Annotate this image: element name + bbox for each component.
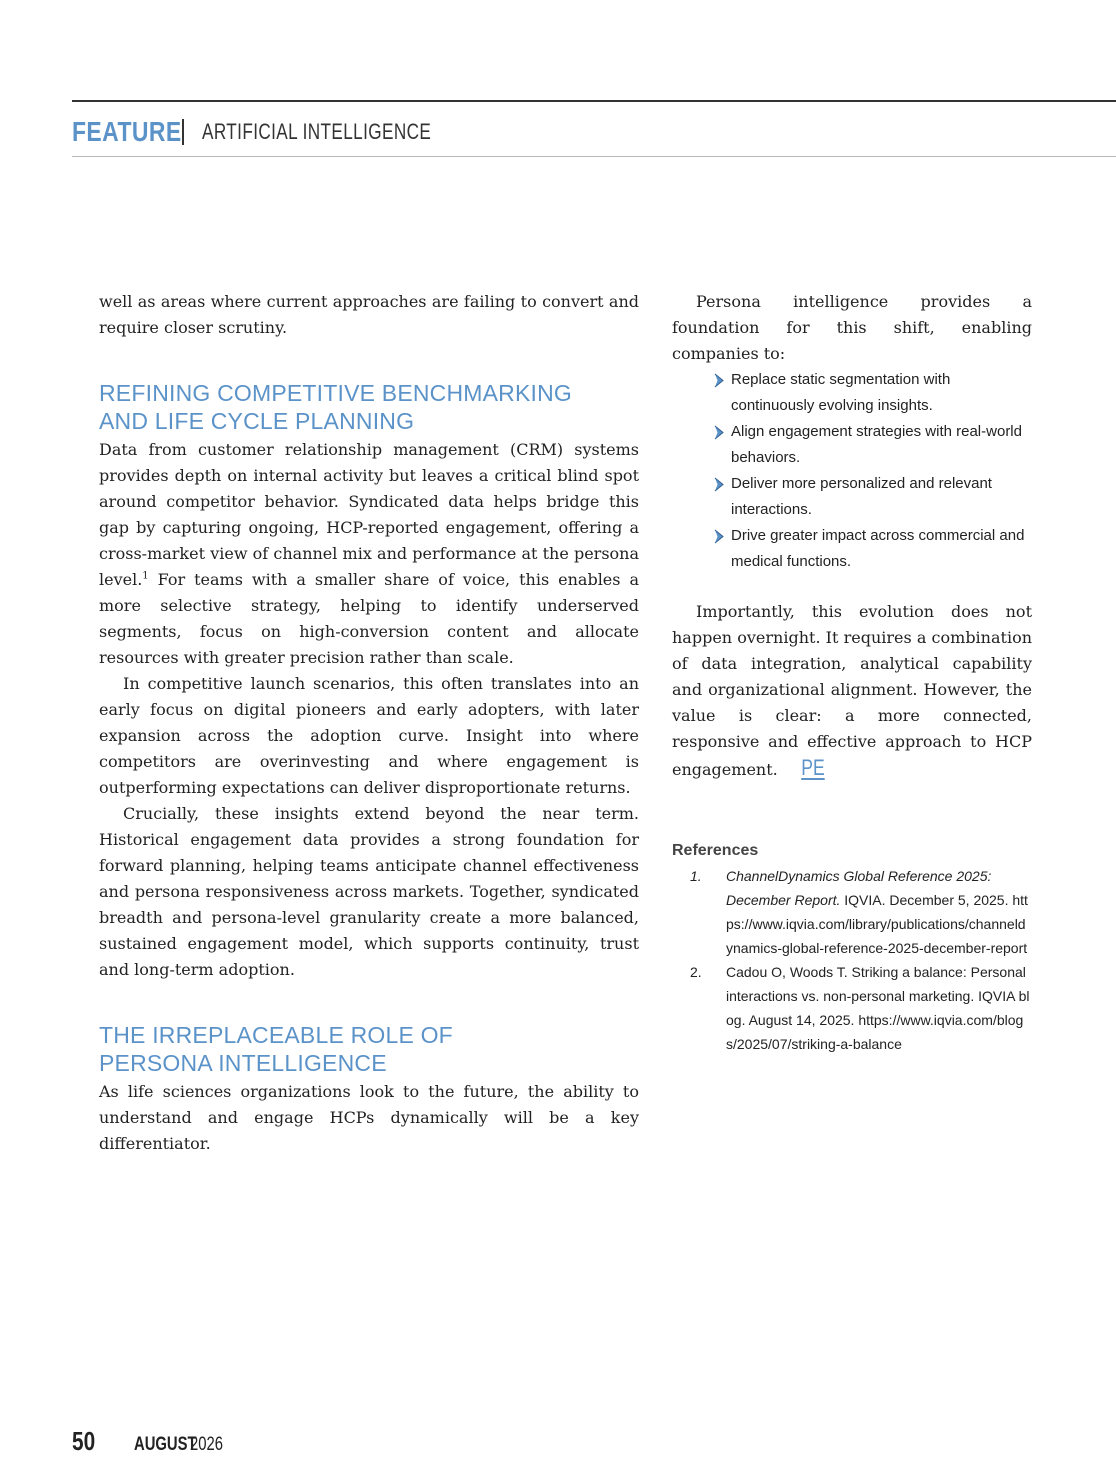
bullet-list: Replace static segmentation with continu… <box>672 367 1032 575</box>
list-item: Deliver more personalized and relevant i… <box>714 471 1032 523</box>
header-section-label: ARTIFICIAL INTELLIGENCE <box>201 119 431 144</box>
reference-number: 1. <box>690 868 702 884</box>
header-bottom-rule <box>72 156 1116 157</box>
reference-title: ChannelDynamics Global Reference 2025: D… <box>726 868 992 908</box>
paragraph-near-term: Crucially, these insights extend beyond … <box>99 804 639 979</box>
list-item: Align engagement strategies with real-wo… <box>714 419 1032 471</box>
heading-line: AND LIFE CYCLE PLANNING <box>99 408 415 434</box>
issue-year: 2026 <box>190 1434 223 1455</box>
paragraph-text: For teams with a smaller share of voice,… <box>99 570 639 667</box>
paragraph-launch-scenarios: In competitive launch scenarios, this of… <box>99 674 639 797</box>
paragraph-conclusion: Importantly, this evolution does not hap… <box>672 599 1032 783</box>
reference-item: 1. ChannelDynamics Global Reference 2025:… <box>672 864 1032 960</box>
heading-line: REFINING COMPETITIVE BENCHMARKING <box>99 380 573 406</box>
chevron-right-icon <box>714 477 724 492</box>
paragraph-future: As life sciences organizations look to t… <box>99 1082 639 1153</box>
issue-month: AUGUST <box>134 1434 197 1455</box>
section-heading-benchmarking: REFINING COMPETITIVE BENCHMARKING AND LI… <box>99 379 639 435</box>
paragraph-text: Importantly, this evolution does not hap… <box>672 602 1032 779</box>
spacer <box>672 575 1032 599</box>
chevron-right-icon <box>714 529 724 544</box>
reference-item: 2. Cadou O, Woods T. Striking a balance: … <box>672 960 1032 1056</box>
left-column: well as areas where current approaches a… <box>99 289 639 1157</box>
chevron-right-icon <box>714 425 724 440</box>
header-separator <box>182 119 184 145</box>
list-item-text: Drive greater impact across commercial a… <box>731 527 1025 570</box>
heading-line: PERSONA INTELLIGENCE <box>99 1050 387 1076</box>
reference-text: Cadou O, Woods T. Striking a balance: Pe… <box>726 964 1030 1052</box>
list-item: Drive greater impact across commercial a… <box>714 523 1032 575</box>
list-item-text: Deliver more personalized and relevant i… <box>731 475 992 518</box>
header-top-rule <box>72 100 1116 102</box>
list-item: Replace static segmentation with continu… <box>714 367 1032 419</box>
section-heading-persona-intelligence: THE IRREPLACEABLE ROLE OF PERSONA INTELL… <box>99 1021 639 1077</box>
references-section: References 1. ChannelDynamics Global Refe… <box>672 840 1032 1056</box>
page-number: 50 <box>72 1426 96 1456</box>
right-column: Persona intelligence provides a foundati… <box>672 289 1032 783</box>
reference-number: 2. <box>690 964 702 980</box>
list-item-text: Replace static segmentation with continu… <box>731 371 951 414</box>
paragraph-text: Data from customer relationship manageme… <box>99 440 639 589</box>
chevron-right-icon <box>714 373 724 388</box>
page-footer: 50 AUGUST 2026 <box>72 1426 232 1458</box>
list-item-text: Align engagement strategies with real-wo… <box>731 423 1022 466</box>
heading-line: THE IRREPLACEABLE ROLE OF <box>99 1022 453 1048</box>
references-title: References <box>672 842 759 859</box>
end-mark: PE <box>800 755 825 780</box>
reference-text: IQVIA. December 5, 2025. https://www.iqv… <box>726 892 1028 956</box>
header-feature-label: FEATURE <box>72 116 182 147</box>
running-header: FEATURE ARTIFICIAL INTELLIGENCE <box>72 112 495 152</box>
footnote-ref: 1 <box>142 570 149 582</box>
paragraph-crm-data: Data from customer relationship manageme… <box>99 437 639 671</box>
references-list: 1. ChannelDynamics Global Reference 2025:… <box>672 864 1032 1056</box>
paragraph-intro-continued: well as areas where current approaches a… <box>99 292 639 337</box>
paragraph-persona-foundation: Persona intelligence provides a foundati… <box>672 292 1032 363</box>
